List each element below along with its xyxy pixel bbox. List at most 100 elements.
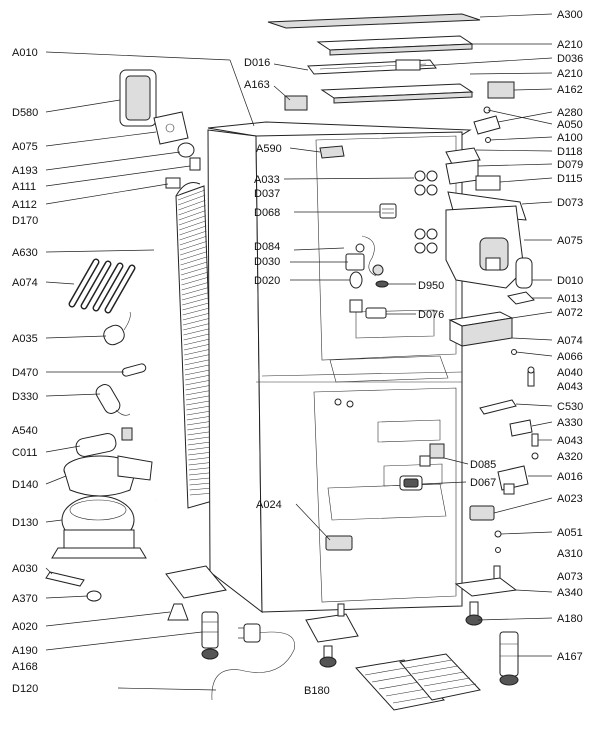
part-screw-a310	[495, 547, 501, 553]
part-lamp-assembly-d030	[345, 235, 384, 277]
part-bracket-a030	[45, 571, 85, 587]
part-clip-a111	[189, 157, 201, 171]
part-foot-a190	[201, 611, 219, 649]
label-A043: A043	[557, 381, 583, 393]
part-pipe-a630	[148, 231, 159, 501]
label-D130: D130	[12, 517, 38, 529]
part-block-a162	[487, 81, 515, 99]
part-vent-d067	[399, 475, 423, 491]
label-A024: A024	[256, 499, 282, 511]
label-C011: C011	[12, 447, 37, 459]
part-hinge-bottom-a340	[454, 577, 518, 597]
label-A013: A013	[557, 293, 583, 305]
part-dispenser-a075	[445, 205, 525, 289]
label-A630: A630	[12, 247, 38, 259]
label-A163: A163	[244, 79, 270, 91]
label-D580: D580	[12, 107, 38, 119]
label-D020: D020	[254, 275, 280, 287]
part-lamp-pair-mid	[414, 228, 438, 254]
part-handle-a072	[448, 311, 514, 347]
label-A540: A540	[12, 425, 38, 437]
part-thermostat-d580	[119, 69, 157, 127]
part-hinge-mid	[334, 398, 354, 408]
part-grommet-a370	[86, 590, 102, 602]
part-rolls-a074	[68, 258, 136, 314]
labels-right: A300 A210 D036 A210 A162 A280 A050 A100 …	[557, 9, 583, 663]
part-ice-tray-right	[399, 653, 481, 701]
label-D067: D067	[470, 477, 496, 489]
label-A112: A112	[12, 199, 37, 211]
label-A051: A051	[557, 527, 583, 539]
label-A167: A167	[557, 651, 583, 663]
label-B180: B180	[304, 685, 330, 697]
part-screws-a040-a043	[527, 366, 535, 387]
leader-lines	[45, 13, 553, 691]
label-D330: D330	[12, 391, 38, 403]
label-A330: A330	[557, 417, 583, 429]
part-foot-b180	[319, 645, 337, 668]
label-D120: D120	[12, 683, 38, 695]
label-D079: D079	[557, 159, 583, 171]
part-knob-a193	[177, 142, 195, 158]
label-D037: D037	[254, 188, 280, 200]
label-D118: D118	[557, 146, 582, 158]
label-A020: A020	[12, 621, 38, 633]
label-D950: D950	[418, 280, 444, 292]
part-screw-a100	[485, 137, 491, 143]
labels-left: A010 D580 A075 A193 A111 A112 D170 A630 …	[12, 47, 38, 695]
label-D030: D030	[254, 256, 280, 268]
label-A310: A310	[557, 548, 583, 560]
label-A016: A016	[557, 471, 583, 483]
label-D073: D073	[557, 197, 583, 209]
label-A320: A320	[557, 451, 583, 463]
part-bracket-a024	[325, 535, 353, 551]
label-A035: A035	[12, 333, 38, 345]
label-A023: A023	[557, 493, 583, 505]
part-control-box-a075	[153, 111, 189, 145]
label-D084: D084	[254, 241, 280, 253]
label-A010: A010	[12, 47, 38, 59]
label-D470: D470	[12, 367, 38, 379]
label-A040: A040	[557, 367, 583, 379]
label-A050: A050	[557, 119, 583, 131]
part-foot-a180	[465, 601, 483, 626]
label-A074-l: A074	[12, 277, 38, 289]
part-pin-a320	[531, 452, 539, 460]
part-bracket-a016	[497, 465, 529, 495]
label-D036: D036	[557, 53, 583, 65]
label-A111: A111	[12, 181, 36, 193]
label-A072: A072	[557, 307, 583, 319]
label-A370: A370	[12, 593, 38, 605]
part-diffuser-d950	[375, 280, 389, 288]
label-A043-b: A043	[557, 435, 583, 447]
label-D085: D085	[470, 459, 496, 471]
label-A300: A300	[557, 9, 583, 21]
part-cone-a020	[167, 603, 189, 621]
label-A210-b: A210	[557, 68, 583, 80]
part-relay-c011	[75, 433, 117, 457]
part-compressor-d130	[51, 495, 147, 559]
part-sensor-d076	[349, 299, 387, 319]
label-A590: A590	[256, 143, 282, 155]
part-block-a023	[469, 505, 495, 521]
part-washer-a051	[494, 530, 502, 538]
part-hinge-top-a280	[473, 106, 501, 135]
label-D016: D016	[244, 57, 270, 69]
part-vent-d068	[379, 203, 397, 219]
part-rail-a590	[319, 145, 345, 159]
label-A180: A180	[557, 613, 583, 625]
part-lamp-a033	[414, 170, 438, 182]
part-tray-d010	[515, 257, 533, 289]
label-A033: A033	[254, 174, 280, 186]
part-switch-d036	[395, 59, 421, 71]
label-A190: A190	[12, 645, 38, 657]
part-base-plate	[165, 565, 227, 599]
part-evap-tray-d140	[63, 455, 153, 497]
part-capacitor-a035	[103, 311, 131, 346]
part-pin-a043	[531, 433, 539, 447]
part-tube-d470	[121, 363, 147, 377]
label-A162: A162	[557, 84, 583, 96]
part-drier-d330	[95, 384, 131, 416]
